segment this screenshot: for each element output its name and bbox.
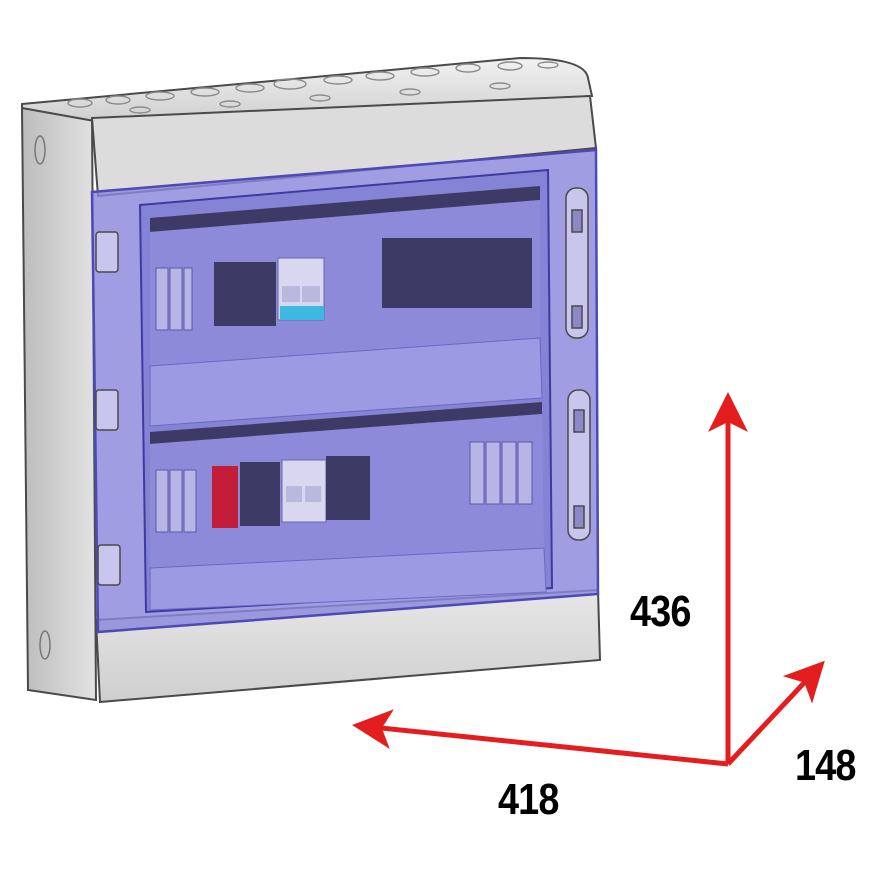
lower-breaker-module	[281, 459, 327, 523]
width-dimension-label: 418	[498, 775, 559, 824]
door-hinges	[95, 231, 121, 586]
upper-din-rail-shade	[150, 186, 540, 232]
mounting-hole	[39, 630, 51, 660]
red-breaker	[212, 466, 238, 528]
upper-dark-module	[214, 262, 276, 326]
height-dimension-label: 436	[630, 587, 691, 636]
cable-knockouts	[67, 61, 559, 114]
lower-din-rail-shade	[150, 402, 542, 444]
mounting-hole	[34, 135, 46, 165]
upper-cover-strip	[149, 337, 543, 427]
upper-right-dark-module	[382, 238, 532, 308]
dimension-arrows	[352, 392, 825, 767]
door-latches	[565, 187, 591, 541]
lower-dark-module-right	[326, 456, 370, 520]
upper-blank-covers	[155, 267, 193, 331]
depth-dimension-label: 148	[795, 741, 856, 790]
width-arrow	[352, 709, 729, 767]
depth-arrow	[726, 660, 825, 766]
lower-blank-covers	[155, 441, 533, 533]
lower-dark-module-left	[240, 462, 280, 526]
enclosure-side-wall	[20, 106, 98, 702]
lower-cover-strip	[149, 547, 547, 611]
enclosure-front-top-band	[90, 94, 598, 198]
upper-breaker-module	[277, 257, 325, 321]
